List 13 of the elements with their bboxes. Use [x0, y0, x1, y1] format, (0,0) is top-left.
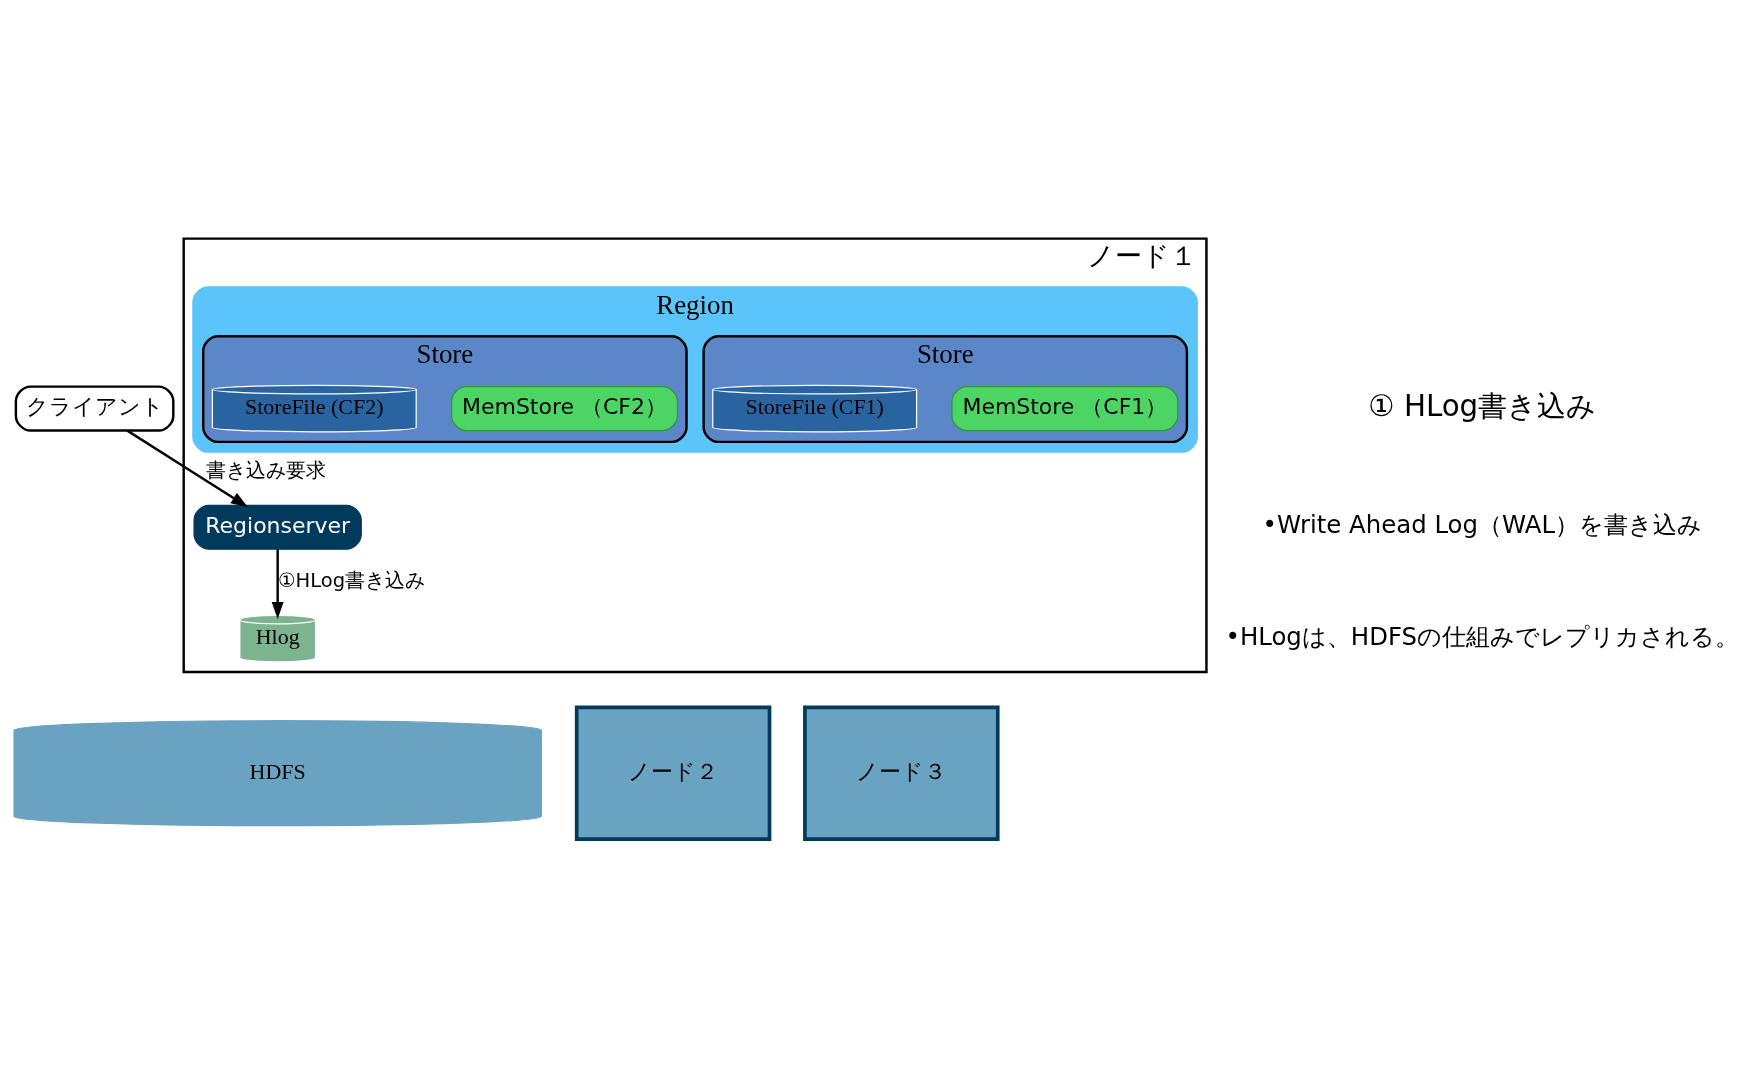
arrow [126, 429, 249, 508]
edge-label: ①HLog書き込み [277, 568, 426, 592]
node-box: クライアント [14, 385, 175, 432]
label: •Write Ahead Log（WAL）を書き込み [1262, 510, 1703, 540]
arrow [271, 549, 284, 620]
label: •HLogは、HDFSの仕組みでレプリカされる。 [1225, 621, 1740, 651]
node-box: ノード３ [803, 705, 1000, 841]
node-box: ノード２ [574, 705, 772, 841]
edge-label: 書き込み要求 [206, 459, 327, 482]
node-box: Regionserver [193, 504, 362, 550]
node-box: MemStore （CF1） [951, 386, 1179, 432]
label: ① HLog書き込み [1368, 389, 1597, 424]
node-box: MemStore （CF2） [450, 386, 678, 432]
